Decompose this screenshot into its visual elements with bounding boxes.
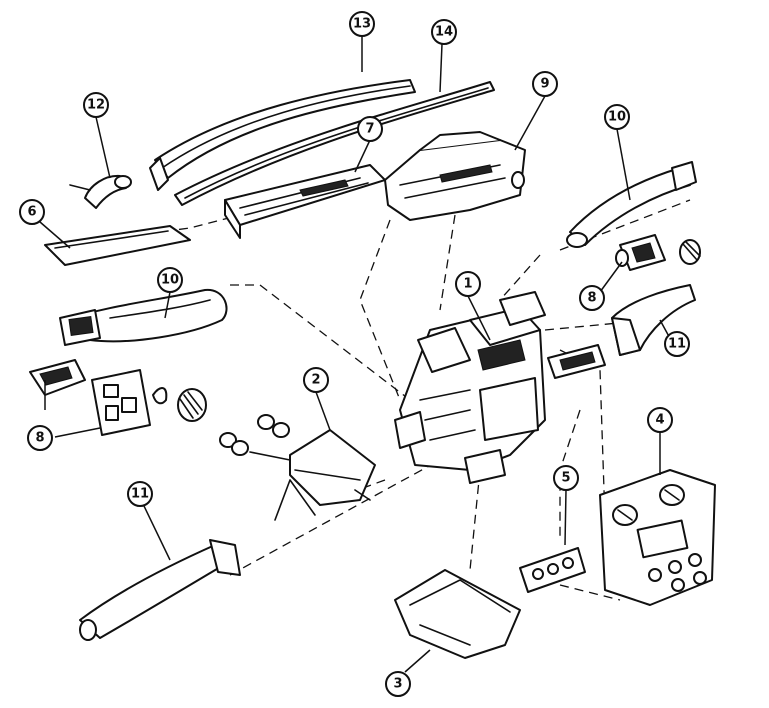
svg-text:8: 8 <box>587 291 596 306</box>
svg-text:2: 2 <box>311 373 320 388</box>
callout-11-left: 11 <box>127 481 153 507</box>
side-vent-outlet <box>547 344 606 379</box>
callout-6: 6 <box>19 199 45 225</box>
callout-3: 3 <box>385 671 411 697</box>
part-8-right-vent <box>615 234 701 271</box>
svg-text:3: 3 <box>393 677 402 692</box>
callout-8-left: 8 <box>27 425 53 451</box>
callout-7: 7 <box>357 116 383 142</box>
svg-text:10: 10 <box>161 273 179 288</box>
callout-1: 1 <box>455 271 481 297</box>
callout-9: 9 <box>532 71 558 97</box>
part-11-right-duct <box>611 284 696 356</box>
svg-text:9: 9 <box>540 77 549 92</box>
svg-text:4: 4 <box>655 413 664 428</box>
svg-text:11: 11 <box>668 337 686 352</box>
callout-12: 12 <box>83 92 109 118</box>
part-1-heater-unit <box>394 291 546 484</box>
part-7-centre-vent-grille <box>224 164 386 239</box>
callout-10-left: 10 <box>157 267 183 293</box>
svg-text:1: 1 <box>463 277 472 292</box>
svg-text:14: 14 <box>435 25 453 40</box>
svg-text:10: 10 <box>608 110 626 125</box>
svg-text:13: 13 <box>353 17 371 32</box>
callout-4: 4 <box>647 407 673 433</box>
part-4-control-panel <box>599 469 716 606</box>
part-6-flat-panel <box>44 225 191 266</box>
callout-11-right: 11 <box>664 331 690 357</box>
part-5-switch-plate <box>519 547 586 593</box>
part-3-lower-housing <box>394 569 521 659</box>
part-2-control-unit <box>219 414 376 521</box>
svg-text:7: 7 <box>365 122 374 137</box>
svg-text:5: 5 <box>561 471 570 486</box>
svg-text:11: 11 <box>131 487 149 502</box>
svg-text:8: 8 <box>35 431 44 446</box>
svg-text:12: 12 <box>87 98 105 113</box>
part-8-left-vent-assembly <box>29 359 207 436</box>
svg-text:6: 6 <box>27 205 36 220</box>
callout-2: 2 <box>303 367 329 393</box>
callout-10-right: 10 <box>604 104 630 130</box>
callout-13: 13 <box>349 11 375 37</box>
part-10-right-duct <box>566 161 697 248</box>
part-10-left-duct <box>59 288 228 346</box>
callout-14: 14 <box>431 19 457 45</box>
part-12-side-duct-elbow <box>69 174 132 209</box>
callout-5: 5 <box>553 465 579 491</box>
part-13-dash-top-panel <box>149 79 416 191</box>
part-14-dash-trim-strip <box>174 81 495 206</box>
part-11-left-duct <box>79 539 241 641</box>
callout-8-right: 8 <box>579 285 605 311</box>
callout-leader-lines <box>39 36 673 673</box>
part-9-instrument-housing <box>384 131 526 221</box>
